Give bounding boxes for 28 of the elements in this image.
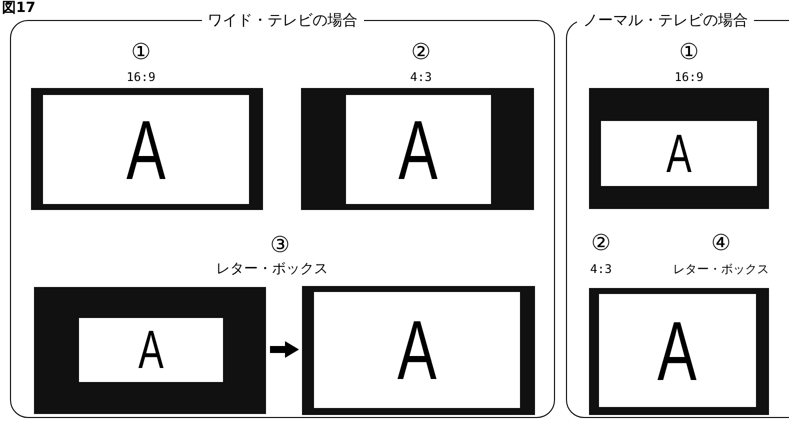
screen-letter: A (138, 323, 164, 377)
screen-letter: A (658, 308, 698, 392)
tv-screen (31, 88, 263, 210)
circled-number: ③ (270, 234, 290, 258)
figure-number: 図17 (2, 0, 36, 16)
tv-screen (589, 288, 769, 415)
screen-letter: A (398, 108, 438, 192)
circled-number: ④ (711, 232, 731, 256)
aspect-label: レター・ボックス (673, 263, 769, 276)
arrow (270, 341, 299, 358)
screen-letter: A (397, 308, 437, 392)
tv-screen (302, 286, 535, 415)
aspect-label: 4:3 (590, 263, 612, 276)
aspect-label: 4:3 (410, 71, 432, 84)
group-heading: ノーマル・テレビの場合 (577, 11, 754, 29)
tv-screen (589, 88, 769, 209)
screen-letter: A (126, 108, 166, 192)
tv-screen (34, 287, 266, 414)
circled-number: ① (679, 41, 699, 66)
group-heading: ワイド・テレビの場合 (202, 11, 364, 29)
aspect-label: 16:9 (674, 71, 704, 84)
tv-screen (301, 88, 534, 210)
screen-letter: A (666, 126, 692, 180)
circled-number: ② (411, 41, 431, 66)
circled-number: ② (591, 232, 611, 256)
aspect-label: 16:9 (126, 71, 156, 84)
circled-number: ① (131, 41, 151, 66)
mode-label: レター・ボックス (216, 262, 328, 278)
